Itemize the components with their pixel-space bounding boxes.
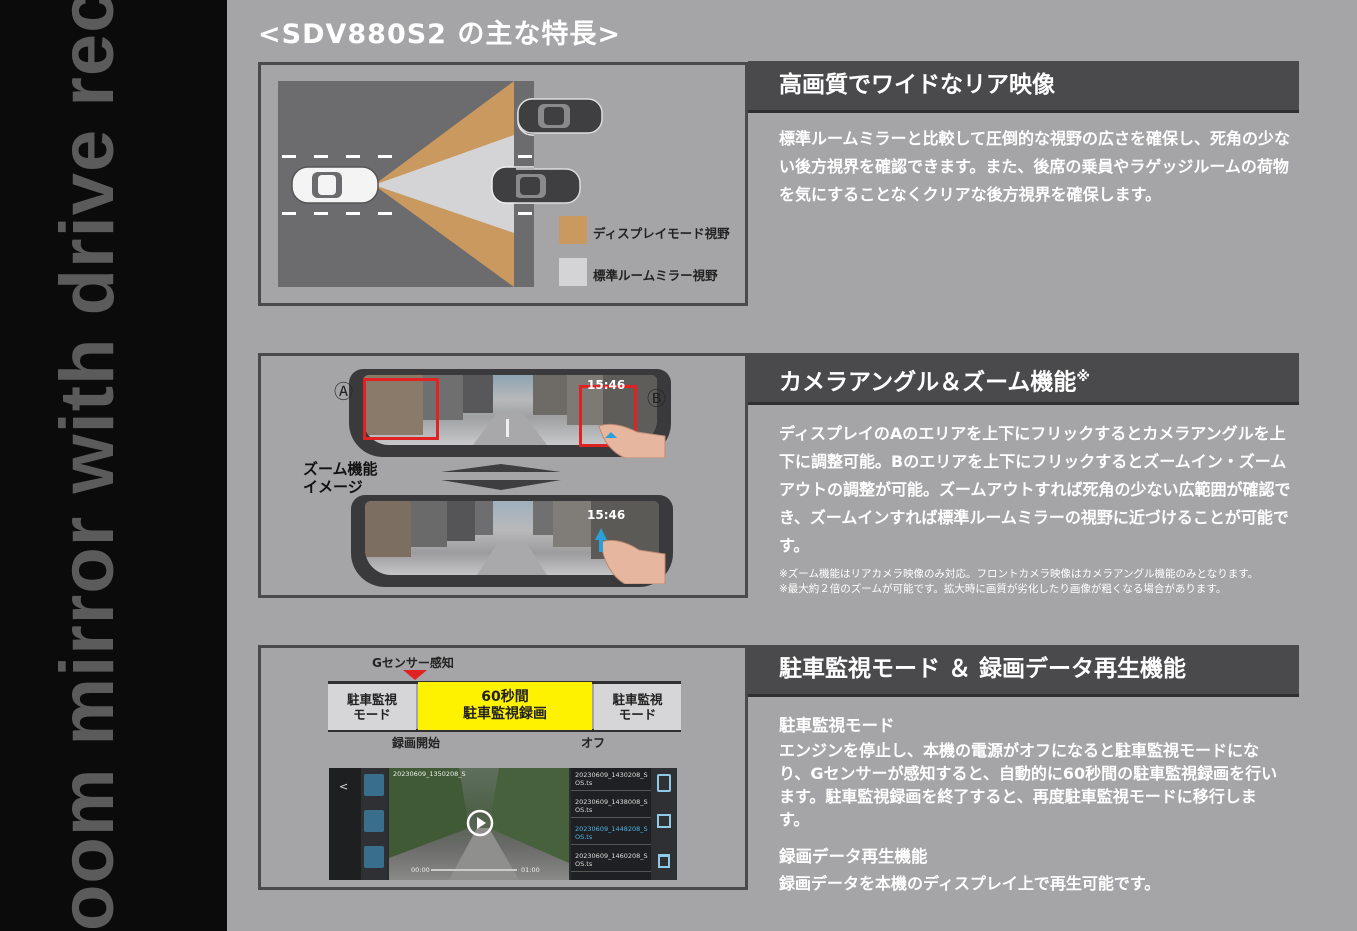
photo-icon[interactable] [364,846,384,868]
feature-title-wide-view: 高画質でワイドなリア映像 [748,61,1299,113]
trash-icon[interactable] [658,854,670,868]
list-item-name: 20230609_1448208_S [575,825,648,833]
list-item-name: 20230609_1438008_S [575,798,648,806]
gsensor-label: Gセンサー感知 [372,656,454,670]
zoom-image-label-line1: ズーム機能 [303,460,378,478]
feature-title-zoom-mark: ※ [1076,369,1091,385]
list-item-ext: OS.ts [575,860,593,868]
zoom-image-label-line2: イメージ [303,478,363,496]
side-band-text: oom mirror with drive recorder [45,0,130,931]
timeline-box-right-line2: モード [618,707,657,722]
timeline-box-recording: 60秒間 駐車監視録画 [418,682,592,730]
page-title: <SDV880S2 の主な特長> [258,19,621,50]
legend-label-standard: 標準ルームミラー視野 [593,268,718,283]
video-preview[interactable]: 20230609_1350208_S 00:00 01:00 [389,768,569,880]
lane-markings [282,155,532,215]
forest-road-image [389,768,569,880]
finger-icon-top [598,423,666,458]
playback-body: 録画データを本機のディスプレイ上で再生可能です。 [779,874,1161,893]
timeline-box-left-line2: モード [353,707,391,722]
time-end: 01:00 [521,866,540,874]
zoom-image-label: ズーム機能 イメージ [303,460,378,496]
playback-ui-left-rail: < [329,768,361,880]
feature-note-zoom-2: ※最大約２倍のズームが可能です。拡大時に画質が劣化したり画像が粗くなる場合があり… [779,583,1227,595]
camera-rear-icon[interactable] [364,774,384,796]
list-item-ext: OS.ts [575,833,593,841]
list-item-name: 20230609_1430208_S [575,771,648,779]
feature-title-zoom: カメラアングル＆ズーム機能※ [748,353,1299,405]
lock-icon[interactable] [657,774,671,792]
play-icon[interactable] [466,809,494,837]
camera-front-icon[interactable] [364,810,384,832]
recording-start-label: 録画開始 [392,736,441,750]
legend-swatch-display [559,216,587,244]
parking-mode-body: エンジンを停止し、本機の電源がオフになると駐車監視モードになり、Gセンサーが感知… [779,741,1278,829]
playback-ui-screenshot: < 20230609_1350208_S 00:00 01:00 2023060… [329,768,677,880]
seek-bar[interactable] [431,869,517,871]
clock-top: 15:46 [587,378,626,392]
feature-title-parking: 駐車監視モード ＆ 録画データ再生機能 [748,645,1299,697]
list-item-ext: OS.ts [575,806,593,814]
parking-mode-heading: 駐車監視モード [779,716,895,735]
road-diagram [278,81,605,287]
view-cone-graphic [282,81,605,287]
zoom-arrows-icon [441,464,561,490]
back-button[interactable]: < [339,780,349,793]
gsensor-pointer-icon [403,670,427,680]
feature-body-zoom: ディスプレイのAのエリアを上下にフリックするとカメラアングルを上下に調整可能。B… [779,424,1291,555]
feature-body-wide-view: 標準ルームミラーと比較して圧倒的な視野の広さを確保し、死角の少ない後方視界を確認… [779,129,1291,204]
parking-monitor-illustration: Gセンサー感知 駐車監視 モード 60秒間 駐車監視録画 駐車監視 モード 録画… [258,645,748,890]
time-start: 00:00 [411,866,430,874]
timeline-box-right-line1: 駐車監視 [612,692,663,707]
list-item-name: 20230609_1460208_S [575,852,648,860]
list-item-ext: OS.ts [575,779,593,787]
power-off-label: オフ [581,736,606,750]
playback-heading: 録画データ再生機能 [779,847,928,866]
playback-ui-action-rail [651,768,677,880]
label-b: Ⓑ [647,388,667,410]
zoom-illustration: 15:46 Ⓐ Ⓑ ズーム機能 イメージ 15:46 [258,353,748,598]
finger-icon-bottom [595,528,666,584]
rear-car-top-icon [517,98,603,134]
timeline-box-recording-line1: 60秒間 [481,689,529,705]
select-icon[interactable] [657,814,671,828]
feature-title-zoom-text: カメラアングル＆ズーム機能 [779,369,1077,396]
playback-ui-tool-rail [361,768,387,880]
legend-swatch-standard [559,258,587,286]
legend-label-display: ディスプレイモード視野 [593,226,730,241]
own-car [291,166,379,204]
clock-bottom: 15:46 [587,508,626,522]
video-filename: 20230609_1350208_S [393,770,466,778]
timeline-bottom-line [328,729,681,732]
timeline-box-right: 駐車監視 モード [594,684,681,730]
feature-note-zoom-1: ※ズーム機能はリアカメラ映像のみ対応。フロントカメラ映像はカメラアングル機能のみ… [779,568,1259,580]
rear-cars-graphic [516,98,603,204]
label-a: Ⓐ [334,381,354,403]
area-a-highlight [363,378,439,440]
rear-car-middle-icon [516,168,581,204]
timeline-box-recording-line2: 駐車監視録画 [463,706,547,722]
timeline-box-left: 駐車監視 モード [328,684,416,730]
side-band: oom mirror with drive recorder [0,0,227,931]
wide-view-illustration: ディスプレイモード視野 標準ルームミラー視野 [258,62,748,306]
timeline-box-left-line1: 駐車監視 [346,692,397,707]
